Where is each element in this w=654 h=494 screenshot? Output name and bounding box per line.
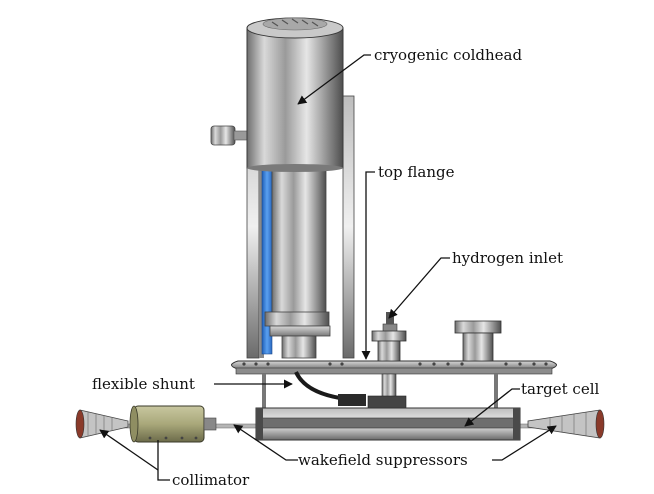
label-wakefield-suppressors: wakefield suppressors xyxy=(298,451,468,469)
leader-top-flange xyxy=(361,171,375,360)
target-cell xyxy=(255,407,521,441)
clamp-block xyxy=(338,394,407,411)
leader-wakefield-left xyxy=(233,424,298,461)
label-flexible-shunt: flexible shunt xyxy=(92,375,195,393)
leader-wakefield-right xyxy=(492,425,557,461)
wakefield-suppressor-left xyxy=(75,409,129,439)
label-target-cell: target cell xyxy=(521,380,600,398)
top-flange-plate xyxy=(231,360,557,375)
leader-collimator-bracket xyxy=(157,440,170,481)
label-top-flange: top flange xyxy=(378,163,455,181)
wakefield-suppressor-right xyxy=(527,409,605,439)
leader-lines xyxy=(99,54,557,481)
side-knob xyxy=(210,125,249,146)
leader-coldhead xyxy=(297,54,371,105)
leader-target-cell xyxy=(464,388,520,427)
coldhead-cylinder xyxy=(246,17,344,172)
leader-collimator-left xyxy=(99,429,159,471)
hydrogen-inlet-port xyxy=(371,312,407,362)
leader-hydrogen-inlet xyxy=(388,257,450,319)
right-port xyxy=(454,320,502,362)
flexible-shunt xyxy=(294,371,341,400)
coldhead-column xyxy=(261,163,331,359)
label-hydrogen-inlet: hydrogen inlet xyxy=(452,249,564,267)
collimator xyxy=(129,405,217,443)
label-cryogenic-coldhead: cryogenic coldhead xyxy=(374,46,523,64)
label-collimator: collimator xyxy=(172,471,250,489)
